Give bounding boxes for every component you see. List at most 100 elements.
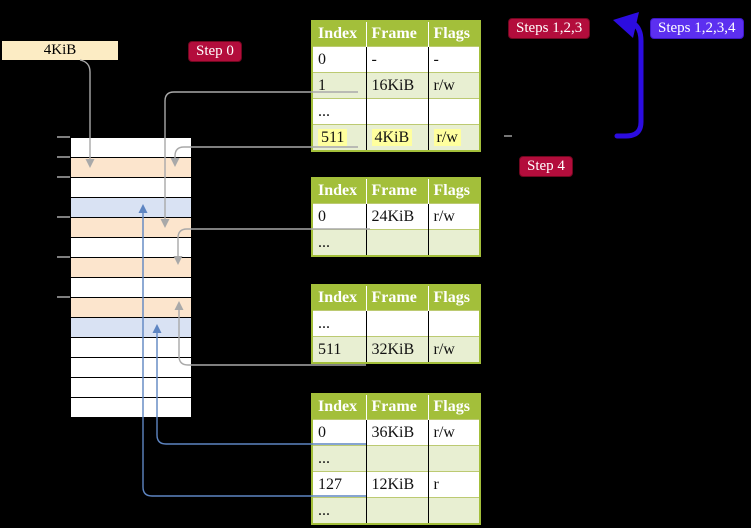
table-cell: ... [312, 497, 366, 524]
table-cell: 511 [312, 124, 366, 151]
table-cell: r [427, 471, 480, 498]
table-cell: 511 [312, 336, 366, 363]
memory-tick [57, 136, 70, 138]
table-row: ... [312, 98, 480, 125]
column-header: Index [312, 178, 366, 204]
table-cell: 4KiB [365, 124, 428, 151]
column-header: Frame [365, 21, 428, 47]
table-cell [427, 229, 480, 256]
highlighted-value: r/w [433, 128, 461, 146]
memory-frame-row-11 [71, 358, 191, 378]
table-cell: r/w [427, 419, 480, 446]
column-header: Index [312, 394, 366, 420]
memory-tick [57, 156, 70, 158]
table-cell: ... [312, 98, 366, 125]
table-row: ... [312, 497, 480, 524]
table-cell: ... [312, 310, 366, 337]
highlighted-value: 511 [318, 128, 348, 146]
badge-steps-1-2-3: Steps 1,2,3 [508, 18, 591, 39]
table-cell [427, 98, 480, 125]
memory-frame-row-2 [71, 178, 191, 198]
table-cell: r/w [427, 124, 480, 151]
memory-frame-row-8 [71, 298, 191, 318]
table-cell [365, 310, 428, 337]
memory-frame-row-10 [71, 338, 191, 358]
highlighted-value: 4KiB [371, 128, 413, 146]
table-cell: 12KiB [365, 471, 428, 498]
table-cell [427, 310, 480, 337]
table-cell: - [365, 46, 428, 73]
table-cell: 0 [312, 203, 366, 230]
table-cell: r/w [427, 203, 480, 230]
memory-tick [57, 216, 70, 218]
column-header: Frame [365, 285, 428, 311]
table-cell: - [427, 46, 480, 73]
table-cell: ... [312, 445, 366, 472]
memory-frame-row-4 [71, 218, 191, 238]
table-cell [365, 445, 428, 472]
memory-frame-row-9 [71, 318, 191, 338]
table-cell: 16KiB [365, 72, 428, 99]
memory-frame-row-13 [71, 398, 191, 417]
table-row: 0-- [312, 46, 480, 73]
column-header: Flags [427, 21, 480, 47]
memory-tick [57, 176, 70, 178]
frame-size-label: 4KiB [2, 41, 118, 60]
column-header: Index [312, 21, 366, 47]
memory-tick [57, 296, 70, 298]
physical-memory-column [70, 137, 192, 418]
table-cell [365, 497, 428, 524]
table-row: ... [312, 229, 480, 256]
table-cell [427, 445, 480, 472]
memory-frame-row-3 [71, 198, 191, 218]
column-header: Flags [427, 394, 480, 420]
memory-tick [57, 256, 70, 258]
badge-step-4: Step 4 [519, 156, 573, 177]
memory-frame-row-5 [71, 238, 191, 258]
table-cell [427, 497, 480, 524]
memory-frame-row-6 [71, 258, 191, 278]
table-cell: 1 [312, 72, 366, 99]
table-row: 511 4KiB r/w [312, 124, 480, 151]
table-cell: 127 [312, 471, 366, 498]
table-cell: 24KiB [365, 203, 428, 230]
table-cell: ... [312, 229, 366, 256]
badge-step-0: Step 0 [188, 41, 242, 62]
memory-frame-row-7 [71, 278, 191, 298]
loop-arrowhead-icon [613, 12, 639, 38]
column-header: Frame [365, 178, 428, 204]
table-cell: r/w [427, 336, 480, 363]
memory-frame-row-12 [71, 378, 191, 398]
table-row: ... [312, 445, 480, 472]
table-cell: 0 [312, 419, 366, 446]
steps-loop-arrow [614, 20, 644, 139]
table-row: ... [312, 310, 480, 337]
column-header: Flags [427, 285, 480, 311]
table-cell [365, 98, 428, 125]
badge-steps-1-2-3-4: Steps 1,2,3,4 [650, 18, 744, 39]
table-cell [365, 229, 428, 256]
column-header: Index [312, 285, 366, 311]
table-cell: r/w [427, 72, 480, 99]
table-cell: 32KiB [365, 336, 428, 363]
column-header: Frame [365, 394, 428, 420]
table-cell: 0 [312, 46, 366, 73]
memory-frame-row-1 [71, 158, 191, 178]
table-cell: 36KiB [365, 419, 428, 446]
